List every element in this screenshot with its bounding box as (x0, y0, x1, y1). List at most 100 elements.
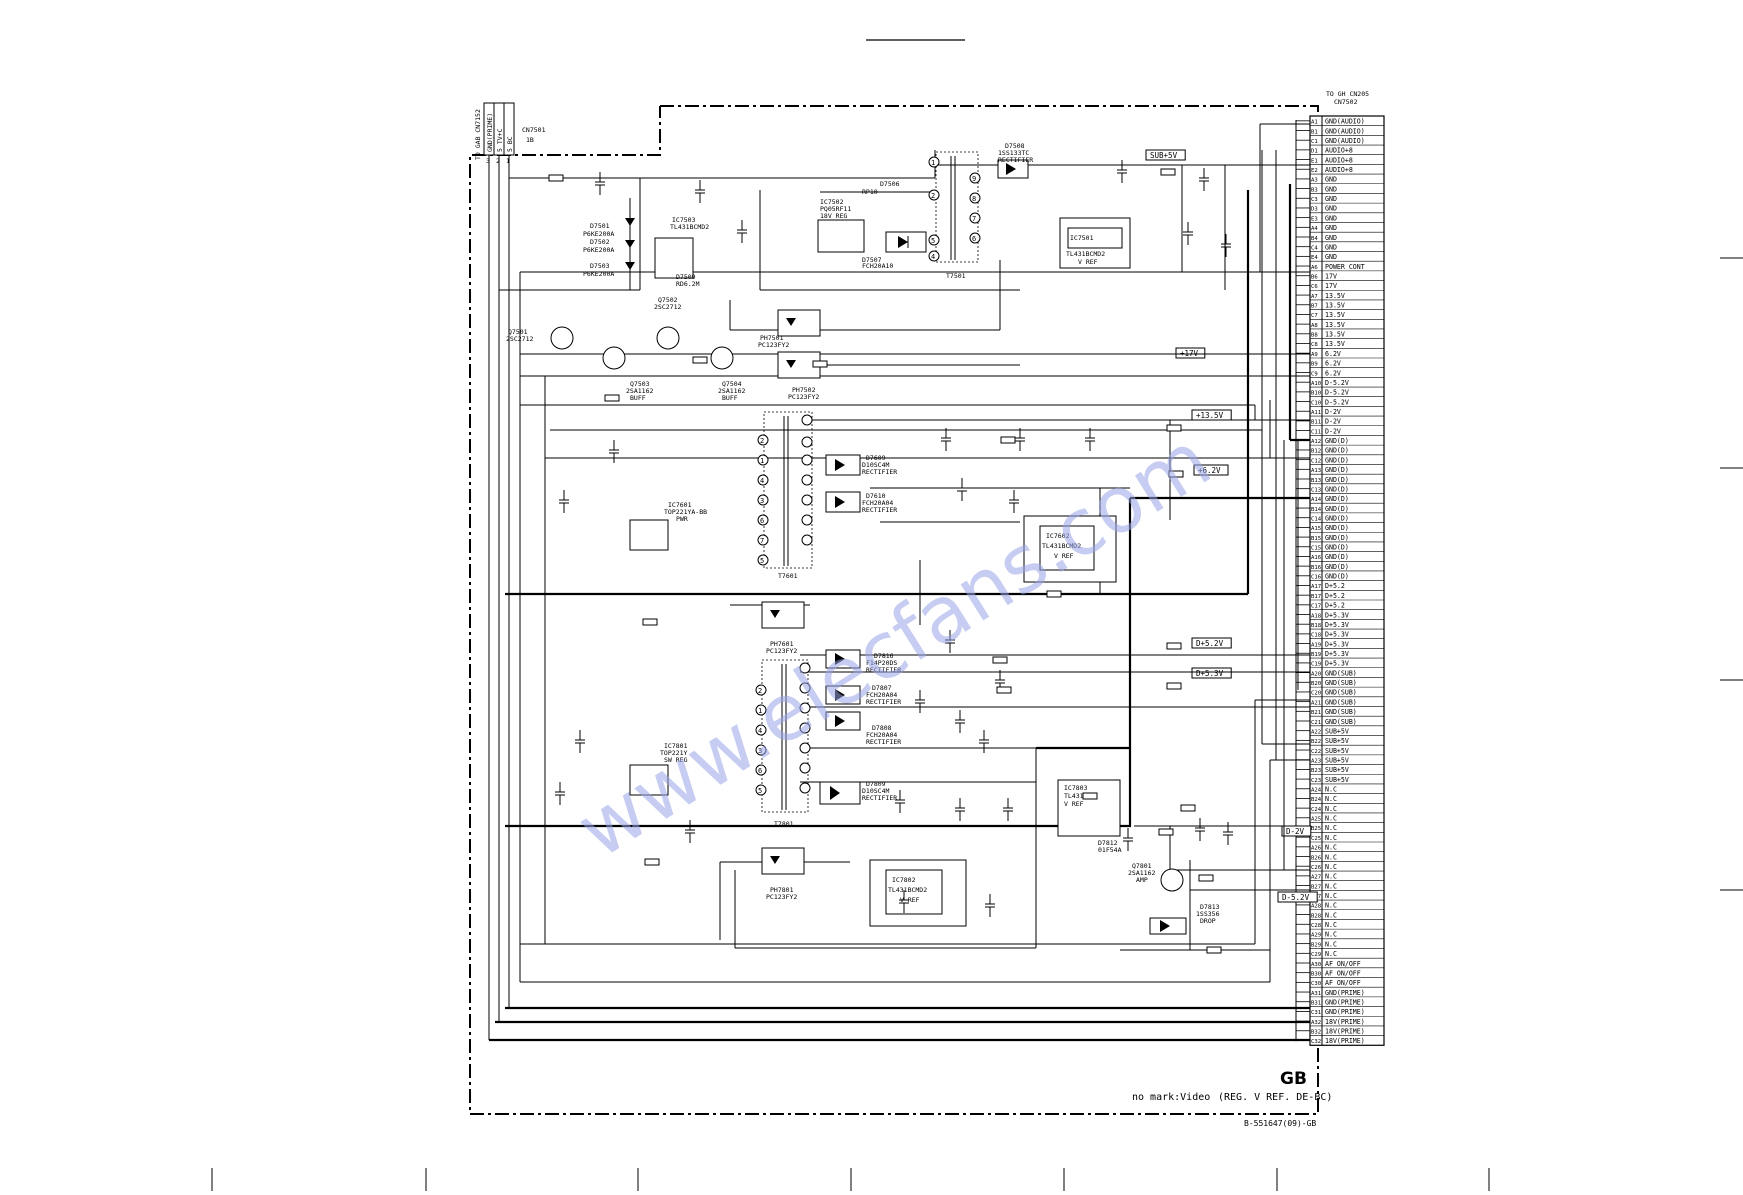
connector-pin-number: B16 (1311, 565, 1321, 571)
d7808-role: RECTIFIER (866, 738, 901, 746)
connector-pin-label: AUDIO+8 (1325, 166, 1353, 174)
resistor-symbol (992, 656, 1008, 664)
d7508-part: 1SS133TC (998, 149, 1029, 157)
connector-pin-number: C8 (1311, 342, 1318, 348)
q7503-role: BUFF (630, 394, 646, 402)
d7508-role: RECTIFIER (998, 156, 1033, 164)
connector-pin-label: SUB+5V (1325, 747, 1349, 755)
connector-pin-number: A32 (1311, 1020, 1321, 1026)
connector-pin-number: C1 (1311, 139, 1318, 145)
resistor-symbol (1160, 168, 1176, 176)
connector-pin-number: B14 (1311, 507, 1322, 513)
connector-pin-number: C11 (1311, 429, 1321, 435)
connector-pin-label: GND(D) (1325, 485, 1349, 493)
connector-pin-number: D1 (1311, 149, 1318, 155)
ic7801-part: TOP221Y (660, 749, 687, 757)
connector-pin-label: AF ON/OFF (1325, 960, 1361, 968)
connector-pin-number: E3 (1311, 216, 1318, 222)
connector-pin-number: A9 (1311, 352, 1318, 358)
connector-pin-label: GND(D) (1325, 544, 1349, 552)
svg-text:5: 5 (760, 557, 764, 565)
d7812-part: 01F54A (1098, 846, 1122, 854)
connector-pin-number: B17 (1311, 594, 1321, 600)
resistor-symbol (1206, 946, 1222, 954)
svg-text:4: 4 (931, 253, 935, 261)
connector-pin-label: GND(SUB) (1325, 718, 1357, 726)
connector-pin-label: D-2V (1325, 427, 1341, 435)
d7508-ref: D7508 (1005, 142, 1025, 150)
t7601-pins: 2 1 4 3 6 7 5 (757, 414, 813, 566)
connector-pin-label: 13.5V (1325, 340, 1345, 348)
connector-pin-label: 17V (1325, 272, 1337, 280)
connector-pin-label: N.C (1325, 853, 1337, 861)
connector-pin-label: GND(D) (1325, 505, 1349, 513)
connector-pin-number: A31 (1311, 991, 1321, 997)
connector-pin-label: N.C (1325, 786, 1337, 794)
resistor-symbol (1046, 590, 1062, 598)
connector-pin-label: GND(D) (1325, 437, 1349, 445)
doc-code: B-551647(09)-GB (1244, 1119, 1316, 1128)
t7501-label: T7501 (946, 272, 966, 280)
connector-pin-label: N.C (1325, 931, 1337, 939)
right-connector-dest: TO GH CN205 (1326, 90, 1369, 98)
svg-text:3: 3 (760, 497, 764, 505)
ic7501-ref: IC7501 (1070, 234, 1094, 242)
connector-pin-number: B31 (1311, 1000, 1321, 1006)
connector-pin-label: 6.2V (1325, 369, 1341, 377)
d7816-ref: D7816 (874, 652, 894, 660)
svg-text:6: 6 (760, 517, 764, 525)
ph7601-ref: PH7601 (770, 640, 794, 648)
connector-pin-number: C14 (1311, 516, 1322, 522)
rail-flag-box (1145, 149, 1186, 161)
svg-text:1: 1 (760, 457, 764, 465)
connector-pin-number: A6 (1311, 265, 1318, 271)
d7812-ref: D7812 (1098, 839, 1118, 847)
watermark: www.elecfans.com (562, 415, 1226, 876)
connector-pin-label: N.C (1325, 950, 1337, 958)
ref-note: (REG. V REF. DE-BC) (1218, 1092, 1332, 1103)
connector-pin-number: A22 (1311, 729, 1321, 735)
connector-pin-label: SUB+5V (1325, 737, 1349, 745)
ph7501-ref: PH7501 (760, 334, 784, 342)
connector-pin-label: GND(AUDIO) (1325, 127, 1365, 135)
section-top: 1 2 5 4 9 8 7 6 T7501 IC7501 TL431BCMD2 … (506, 142, 1131, 402)
ph7502-ref: PH7502 (792, 386, 816, 394)
ic7502-part: PQ05RF11 (820, 205, 851, 213)
connector-pin-number: B8 (1311, 333, 1318, 339)
left-connector-dest: TO GAB CN7152 (474, 109, 482, 160)
connector-pin-label: 18V(PRIME) (1325, 1037, 1365, 1045)
d7816-role: RECTIFIER (866, 666, 901, 674)
rail-flag-label: D-2V (1286, 827, 1305, 836)
connector-pin-number: C26 (1311, 865, 1321, 871)
ic7503-part: TL431BCMD2 (670, 223, 709, 231)
ic7802-ref: IC7802 (892, 876, 916, 884)
resistor-symbol (1000, 436, 1016, 444)
connector-pin-label: GND(SUB) (1325, 669, 1357, 677)
q7502-part: 2SC2712 (654, 303, 681, 311)
connector-pin-number: E1 (1311, 158, 1318, 164)
connector-pin-number: B22 (1311, 739, 1321, 745)
q7801-ref: Q7801 (1132, 862, 1152, 870)
bottom-grid-ticks (211, 1168, 1490, 1191)
connector-pin-number: A12 (1311, 439, 1321, 445)
connector-pin-number: C22 (1311, 749, 1321, 755)
ic7601-role: PWR (676, 515, 688, 523)
d7609-part: D10SC4M (862, 461, 889, 469)
left-pin-num-1: 1 (506, 157, 510, 165)
q7502-ref: Q7502 (658, 296, 678, 304)
connector-pin-label: GND (1325, 205, 1337, 213)
section-lower: 2 1 4 3 6 5 T7801 IC7801 TOP221Y SW REG … (629, 649, 1220, 935)
connector-pin-label: D+5.2 (1325, 602, 1345, 610)
connector-pin-number: A30 (1311, 962, 1321, 968)
connector-pin-label: GND(D) (1325, 563, 1349, 571)
svg-text:3: 3 (758, 747, 762, 755)
ph7501-part: PC123FY2 (758, 341, 789, 349)
connector-pin-label: 6.2V (1325, 350, 1341, 358)
connector-pin-label: 17V (1325, 282, 1337, 290)
connector-pin-label: GND(SUB) (1325, 698, 1357, 706)
ic7601-ref: IC7601 (668, 501, 692, 509)
connector-pin-label: D+5.3V (1325, 631, 1349, 639)
connector-pin-label: D+5.2 (1325, 592, 1345, 600)
svg-text:5: 5 (758, 787, 762, 795)
